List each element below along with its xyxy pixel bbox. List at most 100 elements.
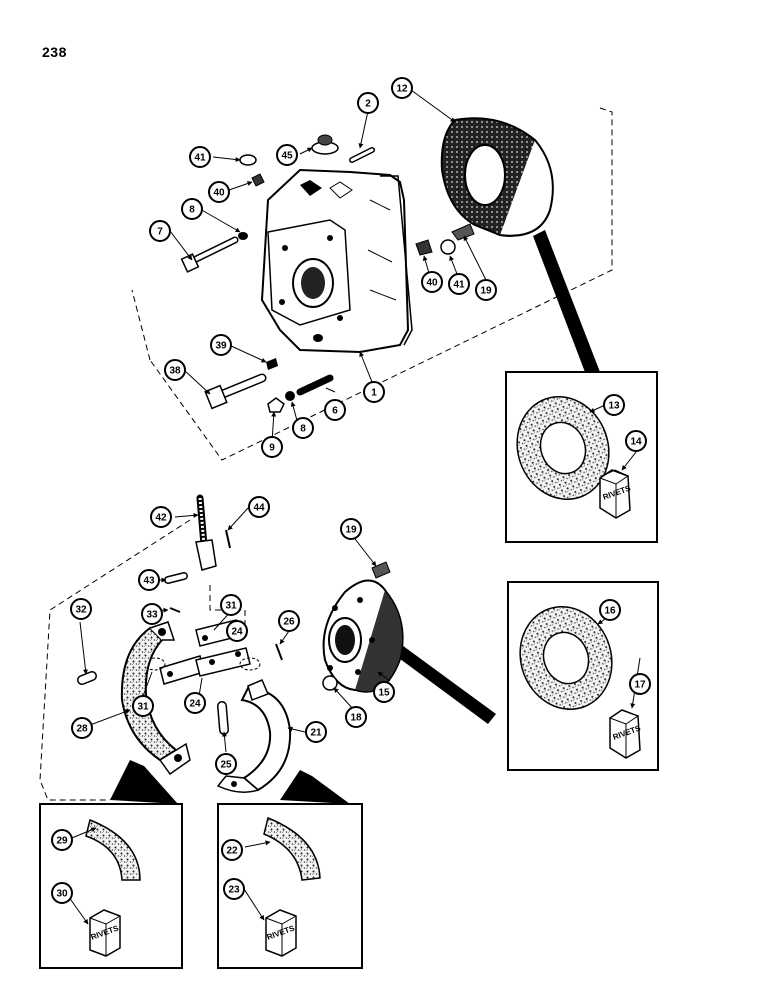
bolt-38 bbox=[204, 373, 267, 410]
callout-12: 12 bbox=[391, 77, 413, 99]
callout-9: 9 bbox=[261, 436, 283, 458]
callout-31: 31 bbox=[132, 695, 154, 717]
callout-32: 32 bbox=[70, 598, 92, 620]
callout-label: 30 bbox=[56, 889, 68, 900]
callout-label: 25 bbox=[220, 760, 232, 771]
stud-6 bbox=[296, 374, 334, 396]
cap-45 bbox=[311, 134, 339, 155]
washer-8 bbox=[285, 391, 295, 401]
callout-45: 45 bbox=[276, 144, 298, 166]
callout-circle bbox=[132, 695, 154, 717]
callout-44: 44 bbox=[248, 496, 270, 518]
callout-label: 14 bbox=[630, 437, 642, 448]
callout-circle bbox=[223, 878, 245, 900]
callout-40: 40 bbox=[208, 181, 230, 203]
callout-circle bbox=[305, 721, 327, 743]
callout-circle bbox=[261, 436, 283, 458]
inset-shoe-lining-left bbox=[39, 760, 183, 969]
callout-43: 43 bbox=[138, 569, 160, 591]
callout-30: 30 bbox=[51, 882, 73, 904]
nut-9 bbox=[267, 397, 285, 413]
callout-39: 39 bbox=[210, 334, 232, 356]
callout-circle bbox=[324, 399, 346, 421]
callout-label: 44 bbox=[253, 503, 265, 514]
callout-circle bbox=[215, 753, 237, 775]
callout-14: 14 bbox=[625, 430, 647, 452]
callout-24: 24 bbox=[226, 620, 248, 642]
callout-label: 28 bbox=[76, 724, 88, 735]
callout-label: 38 bbox=[169, 366, 181, 377]
callout-circle bbox=[184, 692, 206, 714]
callout-29: 29 bbox=[51, 829, 73, 851]
brake-housing bbox=[260, 168, 413, 354]
callout-label: 22 bbox=[226, 846, 238, 857]
callout-28: 28 bbox=[71, 717, 93, 739]
callout-label: 39 bbox=[215, 341, 227, 352]
callout-label: 26 bbox=[283, 617, 295, 628]
callout-circle bbox=[141, 603, 163, 625]
callout-circle bbox=[448, 273, 470, 295]
callout-circle bbox=[345, 706, 367, 728]
callout-label: 6 bbox=[332, 406, 338, 417]
callout-33: 33 bbox=[141, 603, 163, 625]
cotter-33 bbox=[169, 607, 181, 613]
callout-label: 41 bbox=[194, 153, 206, 164]
brake-shoe-left bbox=[120, 621, 191, 776]
callout-41: 41 bbox=[189, 146, 211, 168]
callout-circle bbox=[276, 144, 298, 166]
callout-38: 38 bbox=[164, 359, 186, 381]
callout-label: 40 bbox=[213, 188, 225, 199]
callout-19: 19 bbox=[475, 279, 497, 301]
callout-label: 8 bbox=[189, 205, 195, 216]
callout-31: 31 bbox=[220, 594, 242, 616]
callout-18: 18 bbox=[345, 706, 367, 728]
callout-label: 19 bbox=[345, 525, 357, 536]
hub bbox=[322, 579, 404, 693]
callout-17: 17 bbox=[629, 673, 651, 695]
fitting-40-right bbox=[415, 239, 433, 256]
callout-label: 16 bbox=[604, 606, 616, 617]
callout-circle bbox=[475, 279, 497, 301]
callout-circle bbox=[357, 92, 379, 114]
callout-circle bbox=[363, 381, 385, 403]
callout-label: 13 bbox=[608, 401, 620, 412]
callout-1: 1 bbox=[363, 381, 385, 403]
callout-circle bbox=[189, 146, 211, 168]
callout-7: 7 bbox=[149, 220, 171, 242]
leader-lines bbox=[65, 89, 641, 925]
callout-circle bbox=[150, 506, 172, 528]
callout-label: 24 bbox=[189, 699, 201, 710]
page-number: 238 bbox=[42, 44, 67, 60]
callout-circle bbox=[51, 829, 73, 851]
callout-circle bbox=[625, 430, 647, 452]
bleeder-19-bottom bbox=[371, 561, 391, 579]
callout-circle bbox=[603, 394, 625, 416]
callout-circle bbox=[340, 518, 362, 540]
bleeder-19-top bbox=[451, 223, 475, 241]
callout-label: 2 bbox=[365, 99, 371, 110]
callout-circle bbox=[149, 220, 171, 242]
fitting-40-top bbox=[251, 173, 265, 187]
callout-circle bbox=[220, 594, 242, 616]
callout-label: 7 bbox=[157, 227, 163, 238]
callout-15: 15 bbox=[373, 681, 395, 703]
callout-label: 18 bbox=[350, 713, 362, 724]
callout-circle bbox=[221, 839, 243, 861]
cotter-26 bbox=[275, 643, 283, 661]
callout-label: 29 bbox=[56, 836, 68, 847]
callout-circle bbox=[181, 198, 203, 220]
callout-label: 23 bbox=[228, 885, 240, 896]
callout-label: 12 bbox=[396, 84, 408, 95]
upper-group-dashed-outline bbox=[131, 107, 613, 461]
ball-18 bbox=[322, 675, 338, 691]
callout-6: 6 bbox=[324, 399, 346, 421]
callout-circle bbox=[51, 882, 73, 904]
callout-label: 41 bbox=[453, 280, 465, 291]
callout-22: 22 bbox=[221, 839, 243, 861]
callout-13: 13 bbox=[603, 394, 625, 416]
brake-drum bbox=[440, 117, 554, 237]
callout-8: 8 bbox=[181, 198, 203, 220]
housing-bolt bbox=[180, 232, 248, 273]
callout-circle bbox=[599, 599, 621, 621]
